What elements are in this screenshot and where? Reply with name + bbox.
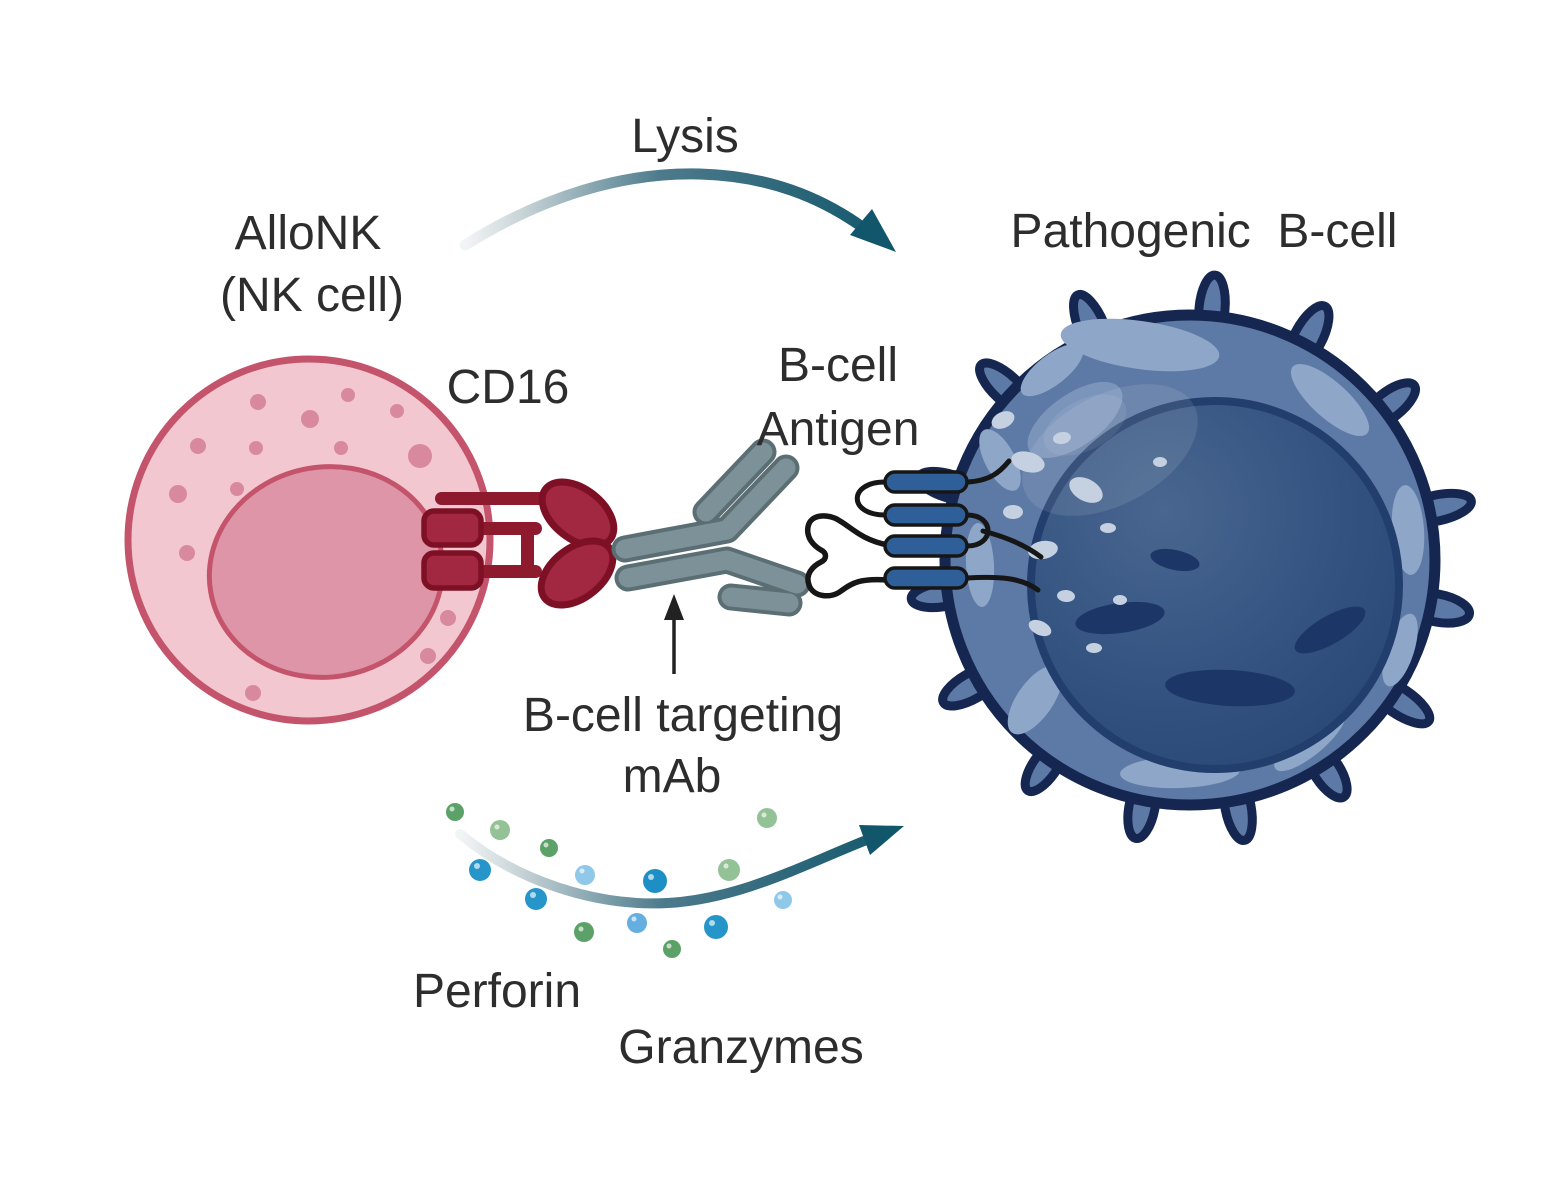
mab-antibody-body [615, 442, 807, 613]
allonk-label-line1: AlloNK [235, 207, 382, 260]
mab-heavy-chain-2 [618, 550, 807, 594]
lysis-arrowhead-icon [850, 209, 896, 252]
mab-light-chain-1 [696, 442, 773, 522]
nk-cell-granules [169, 388, 456, 701]
antigen-domain-3 [883, 534, 969, 558]
particle-highlights [449, 806, 783, 949]
lysis-arrow [459, 168, 896, 252]
antigen-domain-1 [883, 470, 969, 494]
mab-heavy-chain-1 [615, 458, 796, 559]
cd16-stalk-top [435, 492, 563, 505]
cd16-domain-box-1 [421, 508, 484, 548]
allonk-label-line2: (NK cell) [220, 269, 404, 322]
antigen-connector-loops [854, 458, 1044, 593]
mab-label-line1: B-cell targeting [523, 689, 843, 742]
cd16-label: CD16 [447, 361, 570, 414]
degranulation-arrow-curve [455, 829, 869, 909]
cd16-domain-box-2 [421, 550, 484, 591]
degranulation-arrow [455, 825, 904, 909]
labels: Lysis AlloNK (NK cell) Pathogenic B-cell… [220, 110, 1397, 1074]
pathogenic-b-cell [906, 270, 1476, 845]
antigen-domain-2 [883, 503, 969, 527]
mab-light-chain-2 [721, 587, 799, 613]
antigen-extracellular-loop [804, 513, 891, 599]
b-cell-nucleus-dark-patches [1075, 548, 1366, 707]
cd16-binding-lobe-top [538, 478, 618, 550]
mab-pointer-arrow [664, 594, 684, 674]
b-cell-antigen [804, 458, 1044, 599]
degranulation-arrowhead-icon [859, 825, 904, 855]
cd16-crossbar [521, 526, 534, 576]
perforin-granzyme-particles [446, 803, 792, 958]
pathogenic-bcell-label: Pathogenic B-cell [1011, 205, 1398, 258]
antigen-domain-4 [883, 566, 969, 590]
bcell-antigen-label-line1: B-cell [778, 339, 898, 392]
mab-label-line2: mAb [623, 750, 722, 803]
cd16-receptor [421, 478, 618, 609]
mab-antibody [611, 438, 811, 617]
perforin-label: Perforin [413, 965, 581, 1018]
mab-pointer-arrowhead-icon [664, 594, 684, 620]
lysis-label: Lysis [631, 110, 739, 163]
antigen-transmembrane-domains [883, 470, 969, 590]
cd16-binding-lobe-bottom [537, 537, 617, 609]
b-cell-speckles [991, 411, 1167, 653]
granzymes-label: Granzymes [618, 1021, 863, 1074]
lysis-arrow-curve [459, 168, 864, 251]
bcell-antigen-label-line2: Antigen [757, 403, 920, 456]
